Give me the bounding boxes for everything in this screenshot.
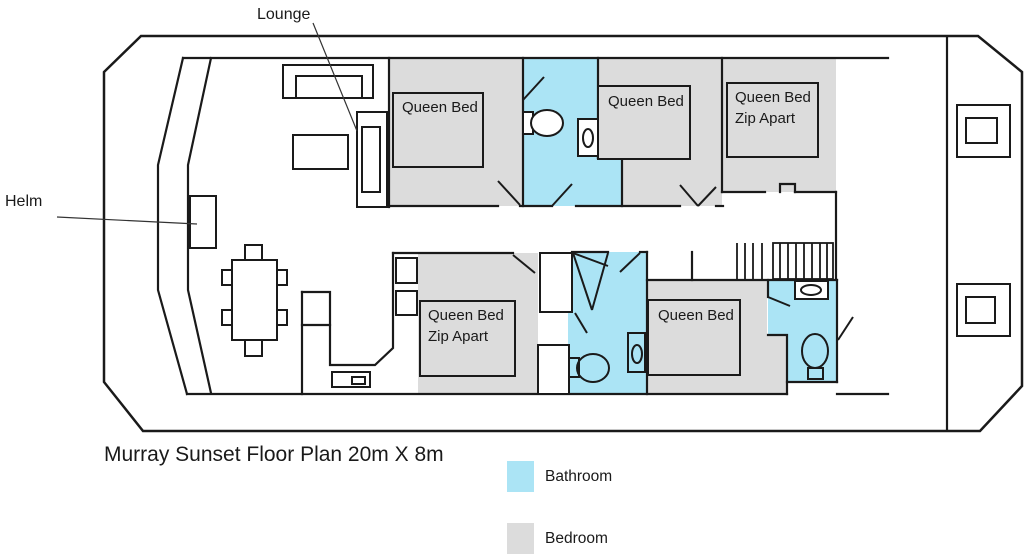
room-bathroom-3 bbox=[768, 280, 837, 382]
dining-chair bbox=[276, 269, 288, 286]
dining-table bbox=[231, 259, 278, 341]
fixtures bbox=[522, 109, 829, 383]
leader-lines bbox=[56, 22, 358, 225]
toilet-bowl bbox=[576, 353, 610, 383]
bed-queen-3 bbox=[647, 299, 741, 376]
wardrobe bbox=[539, 252, 573, 313]
bed-queen-zip-1 bbox=[726, 82, 819, 158]
dining-chair bbox=[276, 309, 288, 326]
wall-bedroom3-notch bbox=[778, 182, 797, 194]
shower-screen bbox=[572, 252, 609, 267]
stairs bbox=[736, 242, 834, 280]
toilet-tank bbox=[807, 367, 824, 380]
dining-chair bbox=[244, 339, 263, 357]
wall-windshield-inner bbox=[156, 56, 189, 396]
doors bbox=[497, 76, 854, 341]
coffee-table bbox=[292, 134, 349, 170]
dining-chair bbox=[221, 269, 233, 286]
door-bathroom1-bottom bbox=[551, 183, 573, 207]
bed-queen-2 bbox=[597, 85, 691, 160]
wall-kitchen-counter bbox=[300, 251, 395, 367]
bedside-table bbox=[395, 290, 418, 316]
helm-console bbox=[189, 195, 217, 249]
sink-bowl bbox=[800, 284, 822, 296]
furniture bbox=[189, 64, 1011, 395]
beds bbox=[392, 82, 819, 377]
sink-basin bbox=[577, 118, 599, 157]
door-bathroom2 bbox=[619, 252, 641, 273]
toilet-bowl bbox=[530, 109, 564, 137]
door-bathroom1-top bbox=[522, 76, 545, 101]
vanity-cabinet bbox=[537, 344, 570, 395]
kitchen-sink bbox=[351, 376, 366, 385]
door-bedroom2-a bbox=[679, 184, 699, 207]
bed-queen-1 bbox=[392, 92, 484, 168]
door-shower bbox=[574, 312, 588, 334]
lounge-leader-line bbox=[312, 22, 358, 132]
lounge-chair-seat bbox=[361, 126, 381, 193]
bed-queen-zip-2 bbox=[419, 300, 516, 377]
shower-screen bbox=[572, 252, 593, 311]
sofa-seat bbox=[295, 75, 363, 99]
deck-table-top bbox=[965, 117, 998, 144]
dining-chair bbox=[221, 309, 233, 326]
sink-bowl bbox=[582, 128, 594, 148]
dining-chair bbox=[244, 244, 263, 261]
deck-table-top bbox=[965, 296, 996, 324]
sink-basin bbox=[627, 332, 646, 373]
sink-bowl bbox=[631, 344, 643, 364]
door-bedroom1 bbox=[497, 180, 521, 206]
wall-windshield-outer bbox=[186, 56, 213, 395]
sink-basin bbox=[794, 280, 829, 300]
stair-flight bbox=[772, 242, 834, 280]
helm-leader-line bbox=[56, 216, 198, 225]
shower-screen bbox=[591, 252, 609, 311]
door-rear-entry bbox=[837, 316, 854, 341]
door-bathroom3 bbox=[767, 296, 791, 307]
bedside-table bbox=[395, 257, 418, 284]
wall-bathroom3-left-b bbox=[766, 333, 789, 396]
toilet-tank bbox=[568, 357, 580, 378]
door-bedroom2-b bbox=[697, 186, 717, 207]
door-bedroom4 bbox=[512, 254, 536, 274]
